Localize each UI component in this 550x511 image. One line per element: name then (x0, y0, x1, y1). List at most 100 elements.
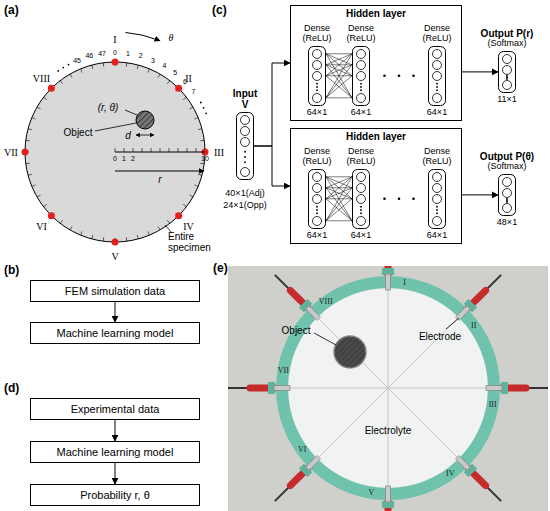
angle-tick (92, 65, 93, 69)
connection-line (326, 177, 352, 188)
layer-heading: Hidden layer (291, 8, 461, 19)
neuron (433, 216, 442, 225)
neuron (433, 183, 442, 192)
layer-size: 64×1 (307, 231, 327, 241)
neuron-column (308, 46, 326, 106)
electrode-number: IV (446, 469, 454, 478)
node-label: FEM simulation data (65, 285, 165, 297)
ellipsis-dot (62, 67, 64, 69)
neuron-column (352, 46, 370, 106)
ellipsis-dot (205, 112, 207, 114)
ellipsis-dot (383, 197, 386, 200)
neuron (503, 203, 512, 212)
ellipsis-dot (436, 86, 438, 88)
layer-label: (Softmax) (487, 162, 526, 172)
neuron (313, 183, 322, 192)
ellipsis-dot (383, 74, 386, 77)
connection-line (326, 54, 352, 76)
specimen-label: Entire specimen (168, 231, 218, 253)
input-size: 40×1(Adj) (225, 189, 264, 199)
column-outline (237, 113, 254, 180)
neuron (241, 127, 250, 136)
connection-line (326, 54, 352, 98)
angle-index: 2 (139, 53, 143, 61)
angle-tick (194, 185, 198, 187)
panel-label: (e) (213, 262, 228, 275)
neuron (241, 168, 250, 177)
layer-size: 64×1 (307, 108, 327, 118)
connection-line (326, 177, 352, 188)
electrode-dot (48, 212, 55, 219)
neuron (357, 71, 366, 80)
input-vector: Input V (230, 88, 260, 182)
electrode-number: VIII (33, 73, 50, 84)
angle-symbol: θ (169, 32, 174, 43)
angle-tick (198, 129, 202, 130)
ellipsis-dot (316, 89, 318, 91)
neuron (433, 49, 442, 58)
electrode-dot (175, 212, 182, 219)
angle-tick (81, 69, 83, 73)
angle-tick (148, 231, 150, 235)
connection-line (326, 54, 352, 65)
neuron (503, 65, 512, 74)
object-hatch (136, 111, 154, 129)
ellipsis-dot (316, 206, 318, 208)
dense-layer: Dense (ReLU)64×1 (417, 24, 457, 118)
neuron-column (428, 46, 446, 106)
ellipsis-dot (316, 83, 318, 85)
arrow-connector (462, 71, 498, 72)
angle-tick (158, 226, 160, 229)
specimen-circle (25, 62, 205, 242)
electrode-dot (48, 85, 55, 92)
layer-size: 48×1 (497, 218, 517, 228)
neuron (313, 49, 322, 58)
arrow-connector (115, 420, 116, 441)
arrow-connector (254, 146, 290, 186)
arrow-connector (115, 463, 116, 484)
angle-tick (167, 220, 169, 223)
scale-number: 10 (201, 155, 209, 163)
output-layer: Output P(θ)(Softmax)48×1 (470, 151, 544, 228)
angle-tick (200, 140, 204, 142)
panel-label: (b) (4, 264, 19, 277)
angle-tick (81, 231, 83, 235)
angle-tick (137, 235, 138, 239)
scale-tick (196, 148, 197, 152)
ellipsis-dot (436, 89, 438, 91)
angle-tick (148, 69, 150, 73)
electrode-plate (274, 386, 290, 391)
layer-size: 64×1 (351, 108, 371, 118)
electrode-plate (306, 306, 321, 321)
neuron (503, 177, 512, 186)
angle-index: 3 (151, 57, 155, 65)
angle-index: 6 (183, 78, 187, 86)
electrode-clips (228, 266, 548, 511)
process-box: Probability r, θ (30, 484, 200, 506)
process-box: Experimental data (30, 398, 200, 420)
neuron (433, 194, 442, 203)
leader-line (446, 318, 459, 329)
column-outline (309, 169, 326, 228)
coordinate-label: (r, θ) (98, 102, 118, 113)
column-outline (353, 169, 370, 228)
angle-index: 46 (85, 53, 93, 61)
electrode-dot (22, 149, 29, 156)
connection-line (326, 220, 352, 221)
electrode-number: V (111, 251, 118, 262)
ellipsis-dot (203, 107, 205, 109)
object-symbol (136, 111, 154, 129)
neuron (313, 93, 322, 102)
electrode-number: III (489, 400, 497, 409)
ellipsis-dot (57, 70, 59, 72)
connection-line (326, 64, 352, 65)
connection-line (326, 75, 352, 76)
ellipsis-dot (244, 156, 246, 158)
electrode-plate (486, 386, 502, 391)
ellipsis-dot (316, 212, 318, 214)
angle-tick (70, 74, 72, 77)
connection-line (326, 188, 352, 221)
connection-line (326, 53, 352, 54)
dense-layer: Dense (ReLU)64×1 (297, 24, 337, 118)
electrode-number: VII (278, 367, 289, 376)
